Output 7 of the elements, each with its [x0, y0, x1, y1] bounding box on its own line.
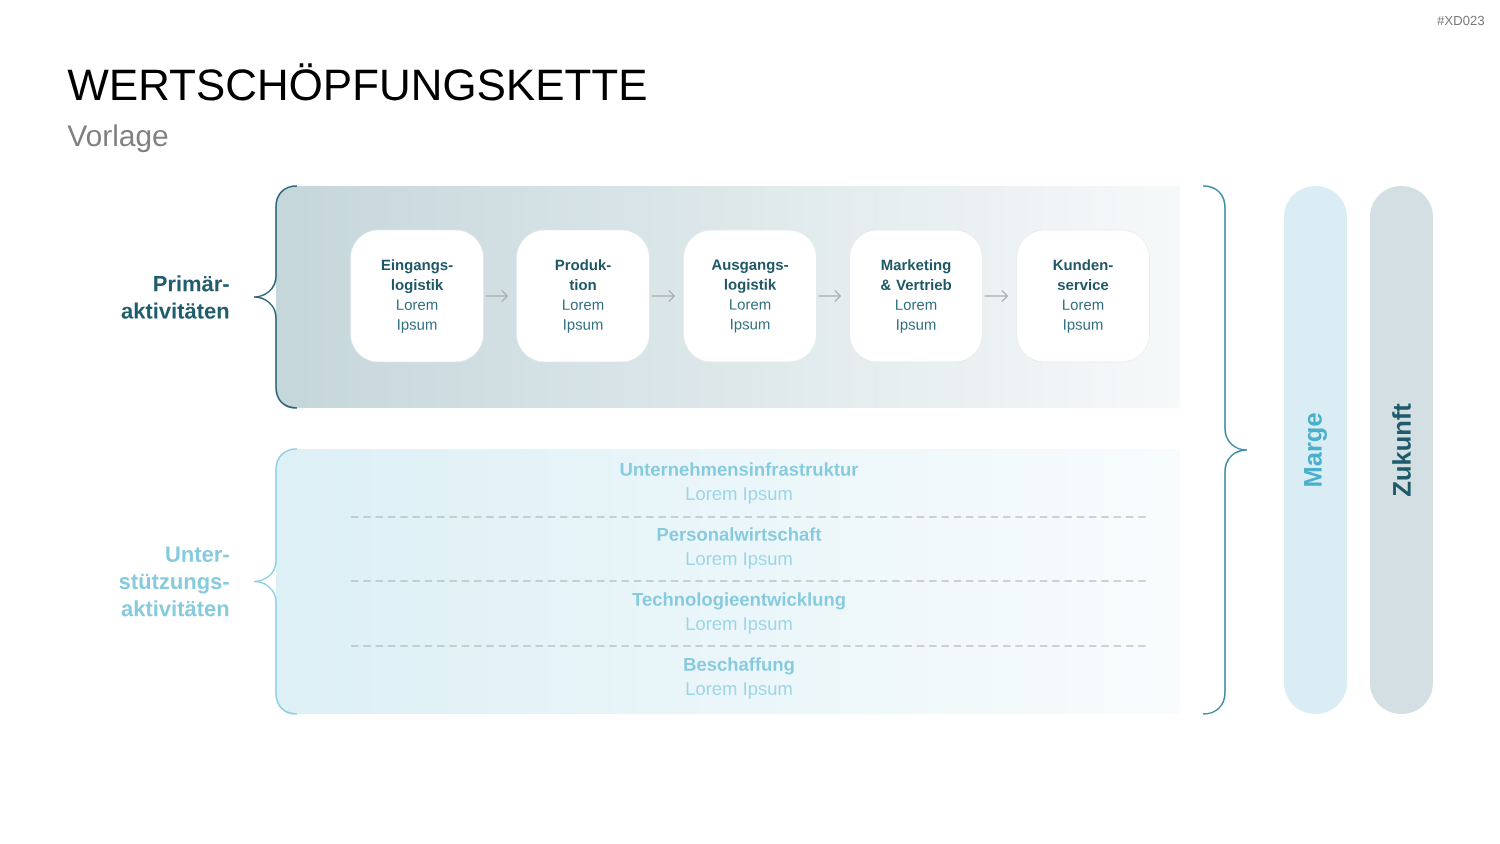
pill-bar: Marge — [1284, 186, 1347, 714]
band-heading: Primär- aktivitäten — [121, 275, 229, 319]
subtitle: Vorlage — [67, 124, 168, 153]
title: WERTSCHÖPFUNGSKETTE — [67, 63, 646, 101]
code-label: #XD023 — [1437, 15, 1485, 26]
band-heading: Unter- stützungs- aktivitäten — [119, 546, 229, 617]
pill-bar: Zukunft — [1370, 186, 1433, 714]
